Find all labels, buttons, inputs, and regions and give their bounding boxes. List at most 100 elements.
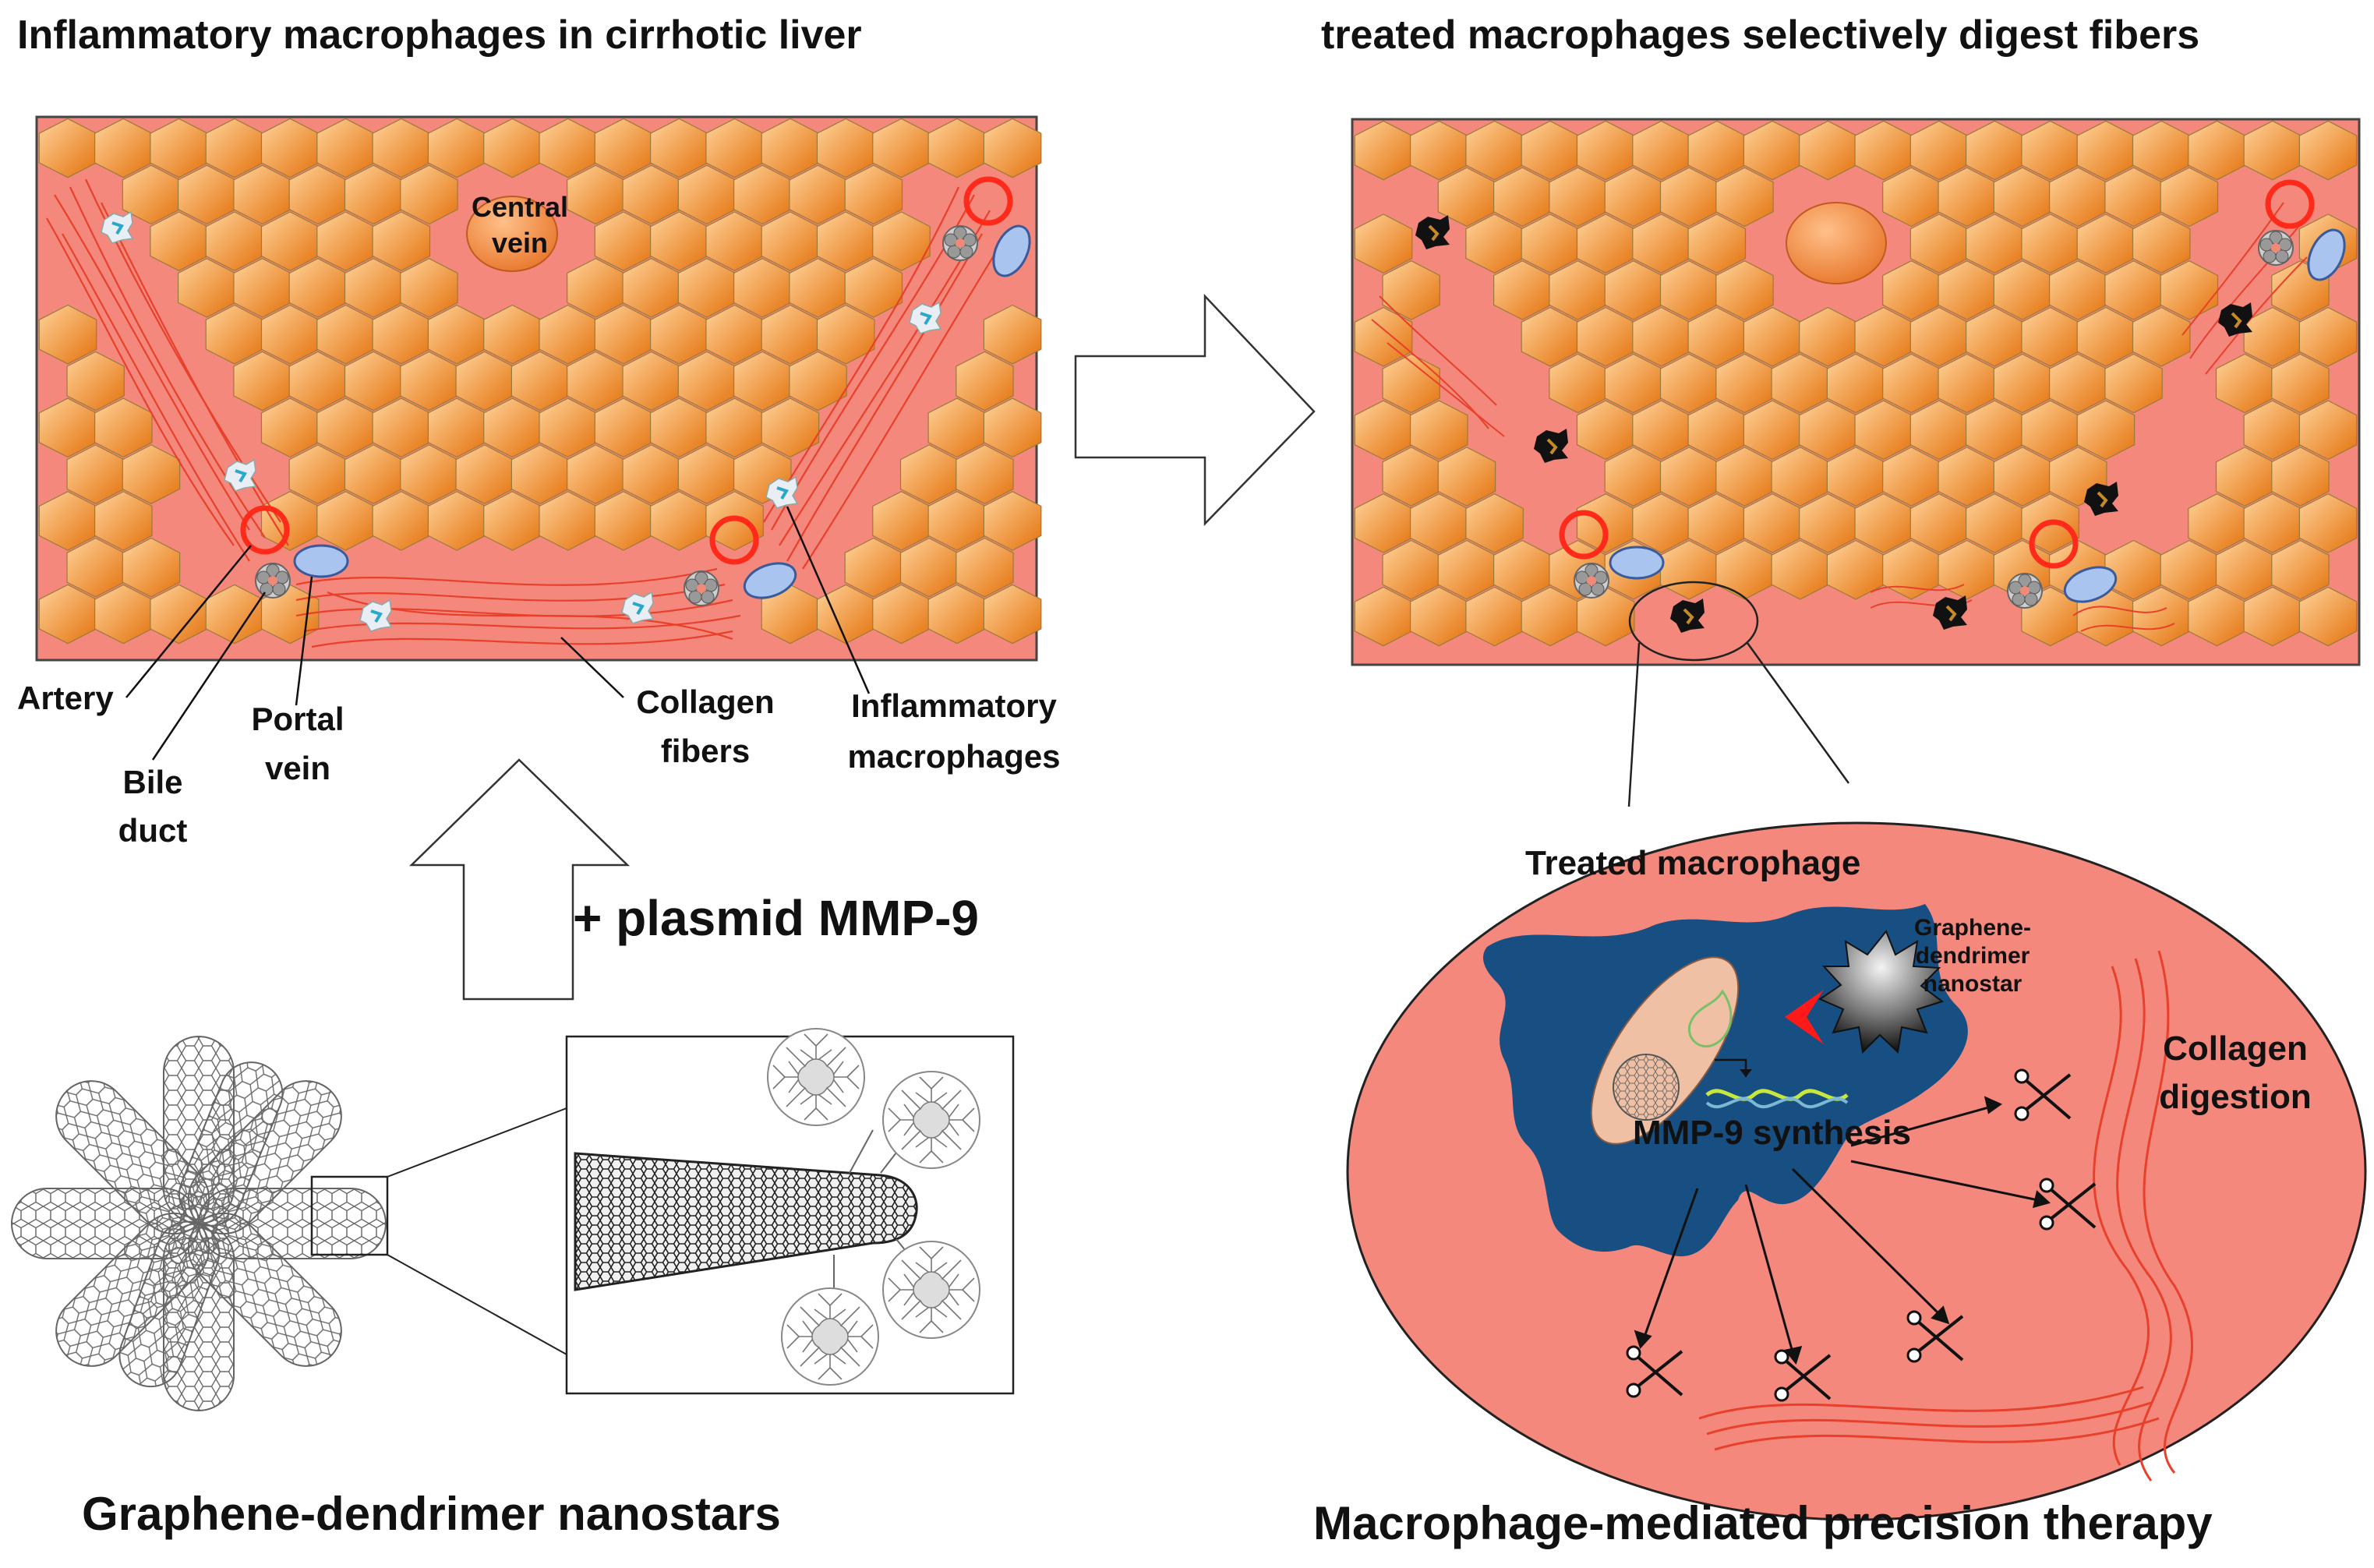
portal-vein-left-1 <box>293 544 349 578</box>
left-liver-panel: Central vein <box>35 115 1042 662</box>
hepatocyte <box>372 211 431 271</box>
hepatocyte <box>1382 260 1440 320</box>
hepatocyte <box>872 211 931 271</box>
label-collagen-digestion-line2: digestion <box>2159 1078 2312 1116</box>
zoom-line-right <box>1746 642 1850 784</box>
label-nanostar-line3: nanostar <box>1924 971 2022 997</box>
mmp9-arrows <box>1634 1096 2051 1365</box>
hepatocyte <box>2298 586 2358 647</box>
collagen-fibers-right <box>1371 202 2308 632</box>
artery-right-3 <box>2265 179 2315 229</box>
dendrimer-icon <box>781 1287 879 1386</box>
dendrimer-icon <box>882 1071 980 1169</box>
red-chevron-icon <box>1785 990 1824 1044</box>
hepatocyte <box>1409 400 1468 461</box>
label-portal-vein-line2: vein <box>265 750 330 786</box>
artery-left-3 <box>963 176 1013 226</box>
right-arrow <box>1074 293 1316 527</box>
collagen-strands-zoom <box>1698 950 2193 1481</box>
bile-duct-left-3 <box>942 225 978 261</box>
hepatocyte <box>983 491 1042 551</box>
hepatocyte <box>1437 447 1496 507</box>
label-bile-duct-line2: duct <box>118 812 188 849</box>
hepatocyte <box>2271 353 2330 414</box>
label-collagen-fibers-line1: Collagen <box>636 683 774 720</box>
portal-vein-left-2 <box>743 562 797 599</box>
hepatocyte <box>122 537 181 598</box>
hepatocyte <box>2160 167 2219 228</box>
label-nanostar-line1: Graphene- <box>1914 915 2031 941</box>
hepatocyte <box>2298 120 2358 181</box>
zoom-line-left <box>1627 642 1641 807</box>
hepatocyte <box>260 584 320 645</box>
portal-vein-right-2 <box>2063 566 2118 603</box>
bile-duct-left-2 <box>684 570 719 606</box>
artery-right-1 <box>1559 510 1609 560</box>
label-collagen-fibers-line2: fibers <box>661 733 750 769</box>
hepatocyte <box>844 164 903 225</box>
title-bottom-right: Macrophage-mediated precision therapy <box>1313 1497 2213 1549</box>
hepatocyte <box>956 537 1014 598</box>
hepatocyte <box>956 351 1014 411</box>
bile-duct-right-3 <box>2258 230 2294 266</box>
hepatocyte <box>1715 260 1774 320</box>
hepatocyte <box>2132 306 2191 367</box>
bile-duct-left-1 <box>255 563 291 599</box>
bile-duct-right-1 <box>1574 563 1609 599</box>
central-vein-right <box>1786 202 1887 284</box>
hepatocyte <box>1354 214 1413 274</box>
label-bile-duct-line1: Bile <box>122 764 182 800</box>
hepatocyte <box>2298 306 2358 367</box>
hepatocyte <box>400 164 458 225</box>
up-arrow <box>408 758 631 1001</box>
label-inflammatory-line1: Inflammatory <box>851 687 1057 724</box>
hepatocyte <box>816 304 875 365</box>
hepatocyte <box>983 584 1042 645</box>
hepatocyte <box>2271 539 2330 600</box>
hepatocyte <box>1687 214 1747 274</box>
hepatocyte <box>1576 586 1635 647</box>
title-bottom-left: Graphene-dendrimer nanostars <box>82 1488 781 1540</box>
plasmid-loop <box>1687 989 1733 1048</box>
hepatocyte <box>789 351 847 411</box>
label-treated-macrophage: Treated macrophage <box>1525 844 1860 882</box>
central-vein-left <box>466 196 558 272</box>
hepatocyte <box>2298 493 2358 553</box>
left-callouts <box>125 506 871 761</box>
portal-vein-right-1 <box>1609 546 1665 580</box>
hepatocyte <box>761 397 820 458</box>
label-inflammatory-line2: macrophages <box>847 738 1060 775</box>
hepatocyte <box>2076 400 2136 461</box>
hepatocyte <box>2160 260 2219 320</box>
hepatocyte <box>2132 214 2191 274</box>
dendrimer-icon <box>767 1028 865 1126</box>
hepatocyte <box>983 397 1042 458</box>
hepatocyte <box>1382 353 1440 414</box>
portal-vein-right-3 <box>2307 228 2346 281</box>
zoom-selection-ellipse <box>1628 581 1759 662</box>
graphene-dendrimer-nanostar-model <box>11 1028 1015 1411</box>
hepatocyte <box>2298 400 2358 461</box>
label-mmp9-synthesis: MMP-9 synthesis <box>1633 1114 1911 1152</box>
artery-right-2 <box>2029 519 2079 569</box>
hepatocyte <box>2104 353 2163 414</box>
title-right: treated macrophages selectively digest f… <box>1321 12 2199 58</box>
label-central-vein-line2: vein <box>492 227 548 259</box>
label-nanostar-line2: dendrimer <box>1916 943 2030 969</box>
hepatocyte <box>400 258 458 318</box>
hepatocyte <box>2271 447 2330 507</box>
bile-duct-right-2 <box>2007 573 2043 609</box>
hepatocyte <box>844 258 903 318</box>
hepatocyte <box>94 491 153 551</box>
label-portal-vein-line1: Portal <box>251 701 344 737</box>
hepatocyte-grid <box>1354 120 2358 647</box>
graphene-dendrimer-nanostar-icon <box>1818 930 1945 1054</box>
hepatocyte <box>122 444 181 504</box>
hepatocyte <box>983 304 1042 365</box>
hepatocyte <box>66 351 125 411</box>
title-left: Inflammatory macrophages in cirrhotic li… <box>17 12 862 58</box>
label-central-vein-line1: Central <box>472 191 568 223</box>
hepatocyte <box>38 304 97 365</box>
artery-left-2 <box>709 515 759 565</box>
